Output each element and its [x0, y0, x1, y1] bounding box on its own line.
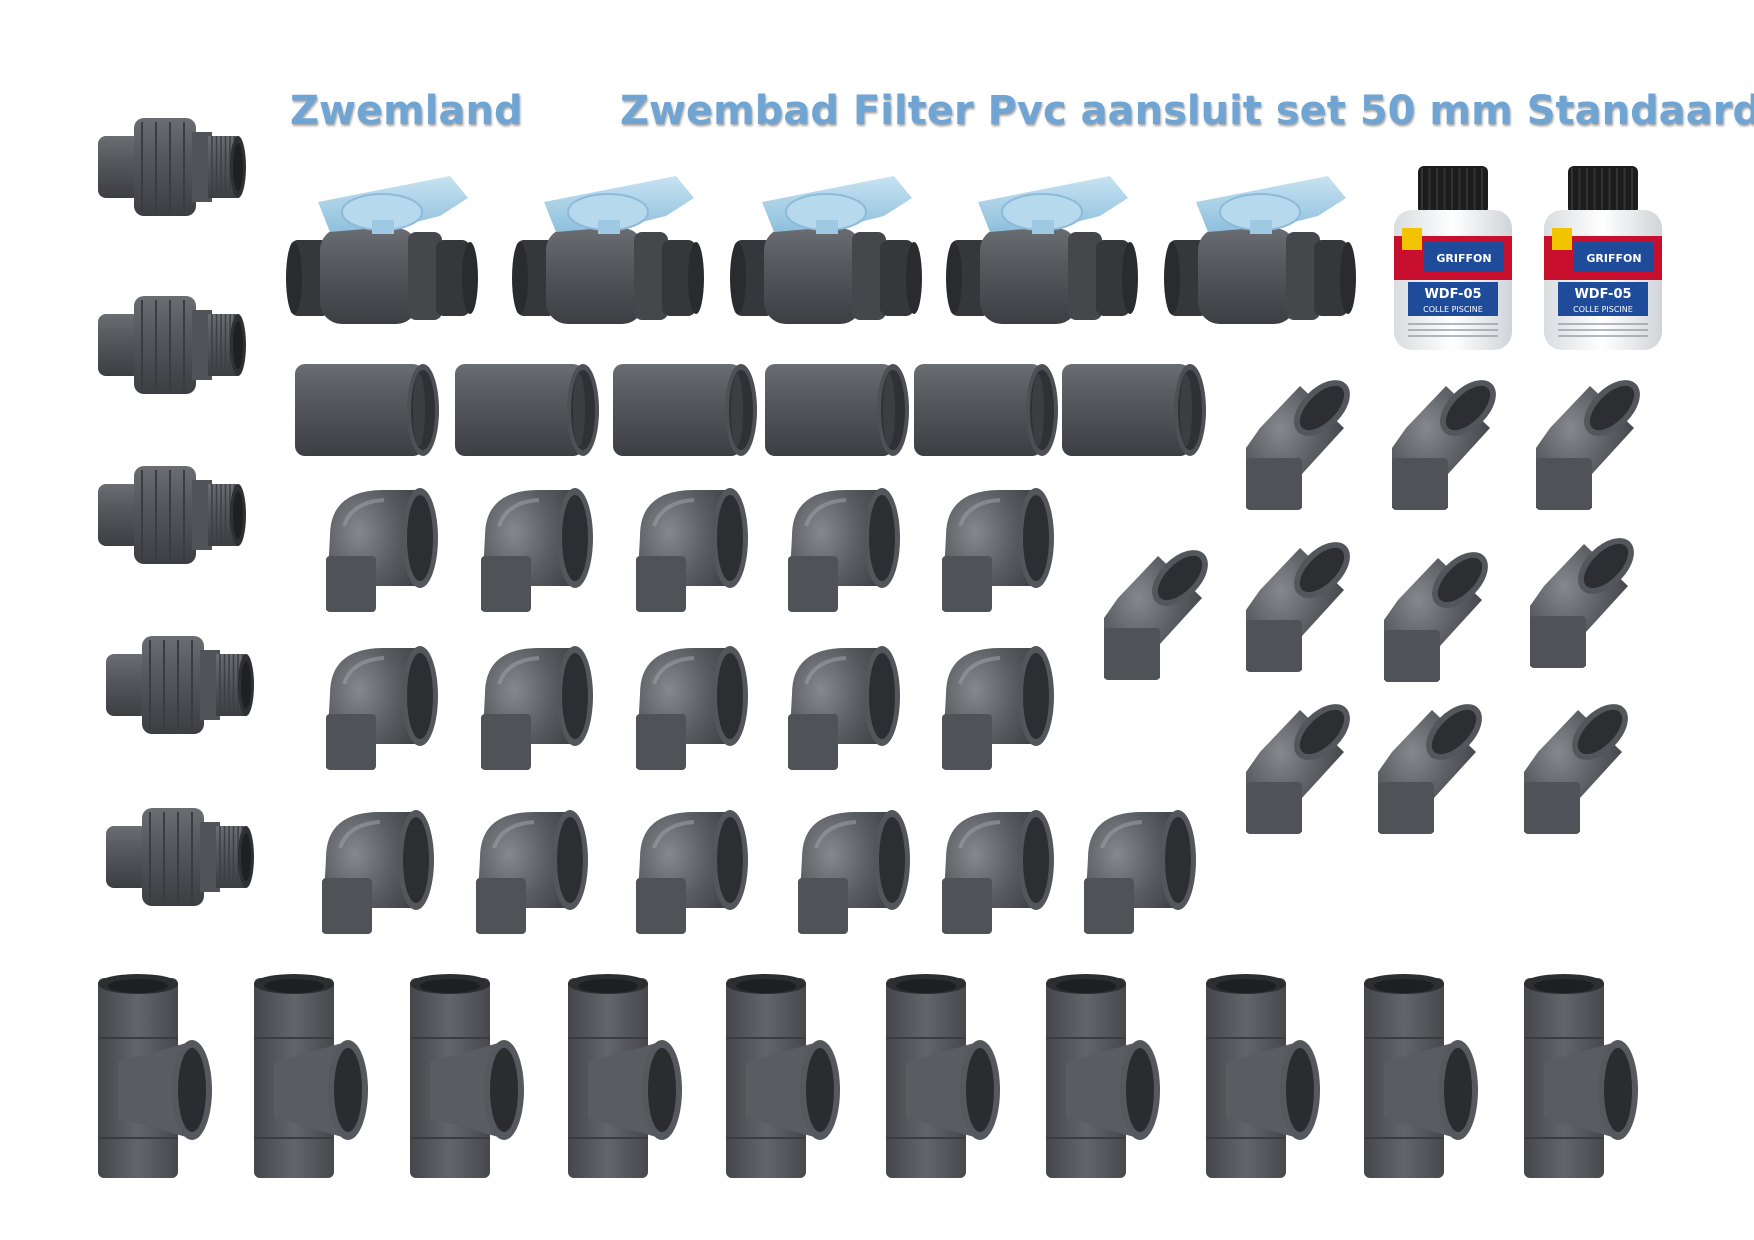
- pvc-tee: [726, 974, 840, 1178]
- coupling-group: [98, 118, 254, 906]
- elbow-45: [1246, 542, 1350, 672]
- pvc-tee: [98, 974, 212, 1178]
- pvc-tee: [1046, 974, 1160, 1178]
- elbow-45: [1524, 704, 1628, 834]
- ball-valve: [946, 176, 1138, 324]
- pvc-tee: [1206, 974, 1320, 1178]
- elbow-90: [481, 646, 593, 770]
- elbow-45: [1392, 380, 1496, 510]
- ball-valve: [286, 176, 478, 324]
- pvc-socket: [613, 364, 757, 456]
- elbow-90: [322, 810, 434, 934]
- elbow-90: [636, 646, 748, 770]
- elbow-90: [1084, 810, 1196, 934]
- pvc-socket: [1062, 364, 1206, 456]
- brand-title: Zwemland: [290, 88, 523, 134]
- glue-product-label: WDF-05: [1424, 287, 1481, 302]
- elbow-45: [1536, 380, 1640, 510]
- elbow-90: [798, 810, 910, 934]
- product-title: Zwembad Filter Pvc aansluit set 50 mm St…: [620, 88, 1754, 134]
- pvc-tee: [254, 974, 368, 1178]
- pvc-tee: [410, 974, 524, 1178]
- glue-sub-label: COLLE PISCINE: [1423, 305, 1483, 314]
- glue-brand-label: GRIFFON: [1436, 252, 1491, 265]
- elbow-45: [1104, 550, 1208, 680]
- elbow-45: [1246, 704, 1350, 834]
- elbow-45: [1246, 380, 1350, 510]
- glue-brand-label: GRIFFON: [1586, 252, 1641, 265]
- pvc-tee: [1364, 974, 1478, 1178]
- union-coupling: [106, 636, 254, 734]
- ball-valve: [730, 176, 922, 324]
- union-coupling: [98, 466, 246, 564]
- elbow-45-group: [1104, 380, 1640, 834]
- elbow-90: [788, 646, 900, 770]
- valve-group: [286, 176, 1356, 324]
- pvc-tee: [568, 974, 682, 1178]
- elbow-90: [942, 810, 1054, 934]
- pvc-tee: [886, 974, 1000, 1178]
- socket-group: [295, 364, 1206, 456]
- elbow-90: [326, 646, 438, 770]
- elbow-90: [481, 488, 593, 612]
- union-coupling: [106, 808, 254, 906]
- elbow-90: [942, 646, 1054, 770]
- union-coupling: [98, 296, 246, 394]
- pvc-socket: [295, 364, 439, 456]
- elbow-90: [326, 488, 438, 612]
- pvc-socket: [765, 364, 909, 456]
- elbow-90: [942, 488, 1054, 612]
- elbow-90: [476, 810, 588, 934]
- elbow-45: [1530, 538, 1634, 668]
- pvc-socket: [455, 364, 599, 456]
- elbow-90: [788, 488, 900, 612]
- elbow-90-group: [322, 488, 1196, 934]
- elbow-90: [636, 488, 748, 612]
- tee-group: [98, 974, 1638, 1178]
- elbow-45: [1378, 704, 1482, 834]
- ball-valve: [512, 176, 704, 324]
- ball-valve: [1164, 176, 1356, 324]
- union-coupling: [98, 118, 246, 216]
- glue-product-label: WDF-05: [1574, 287, 1631, 302]
- pvc-tee: [1524, 974, 1638, 1178]
- elbow-45: [1384, 552, 1488, 682]
- elbow-90: [636, 810, 748, 934]
- pvc-socket: [914, 364, 1058, 456]
- glue-sub-label: COLLE PISCINE: [1573, 305, 1633, 314]
